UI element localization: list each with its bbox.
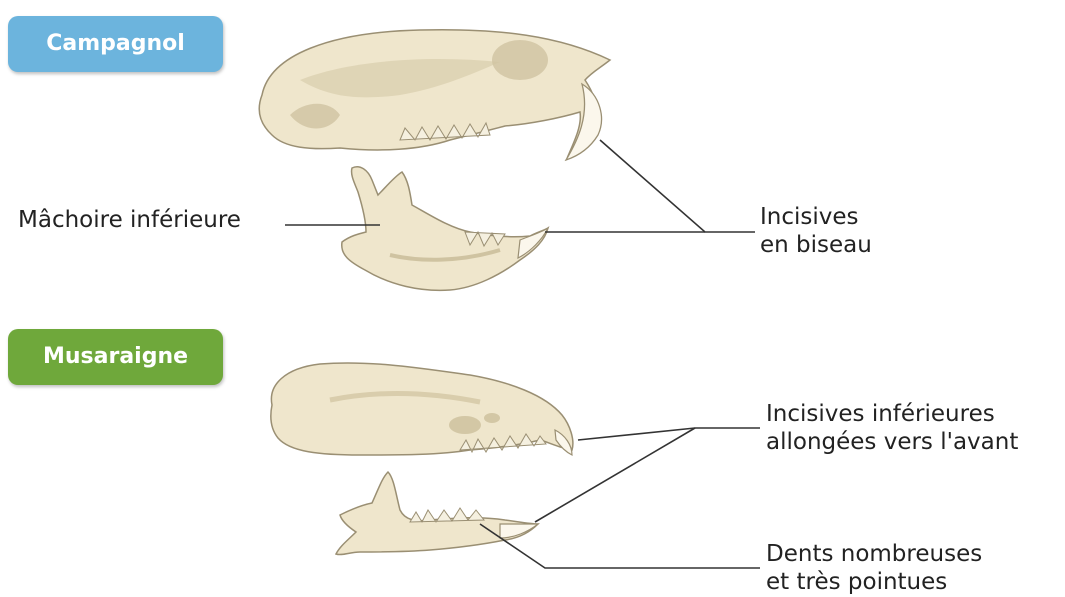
musaraigne-skull xyxy=(271,363,573,455)
label-incisives-inf-line2: allongées vers l'avant xyxy=(766,428,1018,456)
label-dents-line2: et très pointues xyxy=(766,568,947,596)
label-machoire: Mâchoire inférieure xyxy=(18,206,241,234)
campagnol-skull xyxy=(259,30,610,160)
campagnol-lower-jaw xyxy=(342,167,548,291)
label-dents-line1: Dents nombreuses xyxy=(766,540,982,568)
label-incisives-biseau-line1: Incisives xyxy=(760,203,859,231)
leader-incisives-inf-upper xyxy=(578,428,760,440)
leader-lines xyxy=(285,140,760,568)
label-incisives-biseau-line2: en biseau xyxy=(760,231,872,259)
label-incisives-inf-line1: Incisives inférieures xyxy=(766,400,995,428)
leader-incisives-biseau-upper xyxy=(600,140,755,232)
